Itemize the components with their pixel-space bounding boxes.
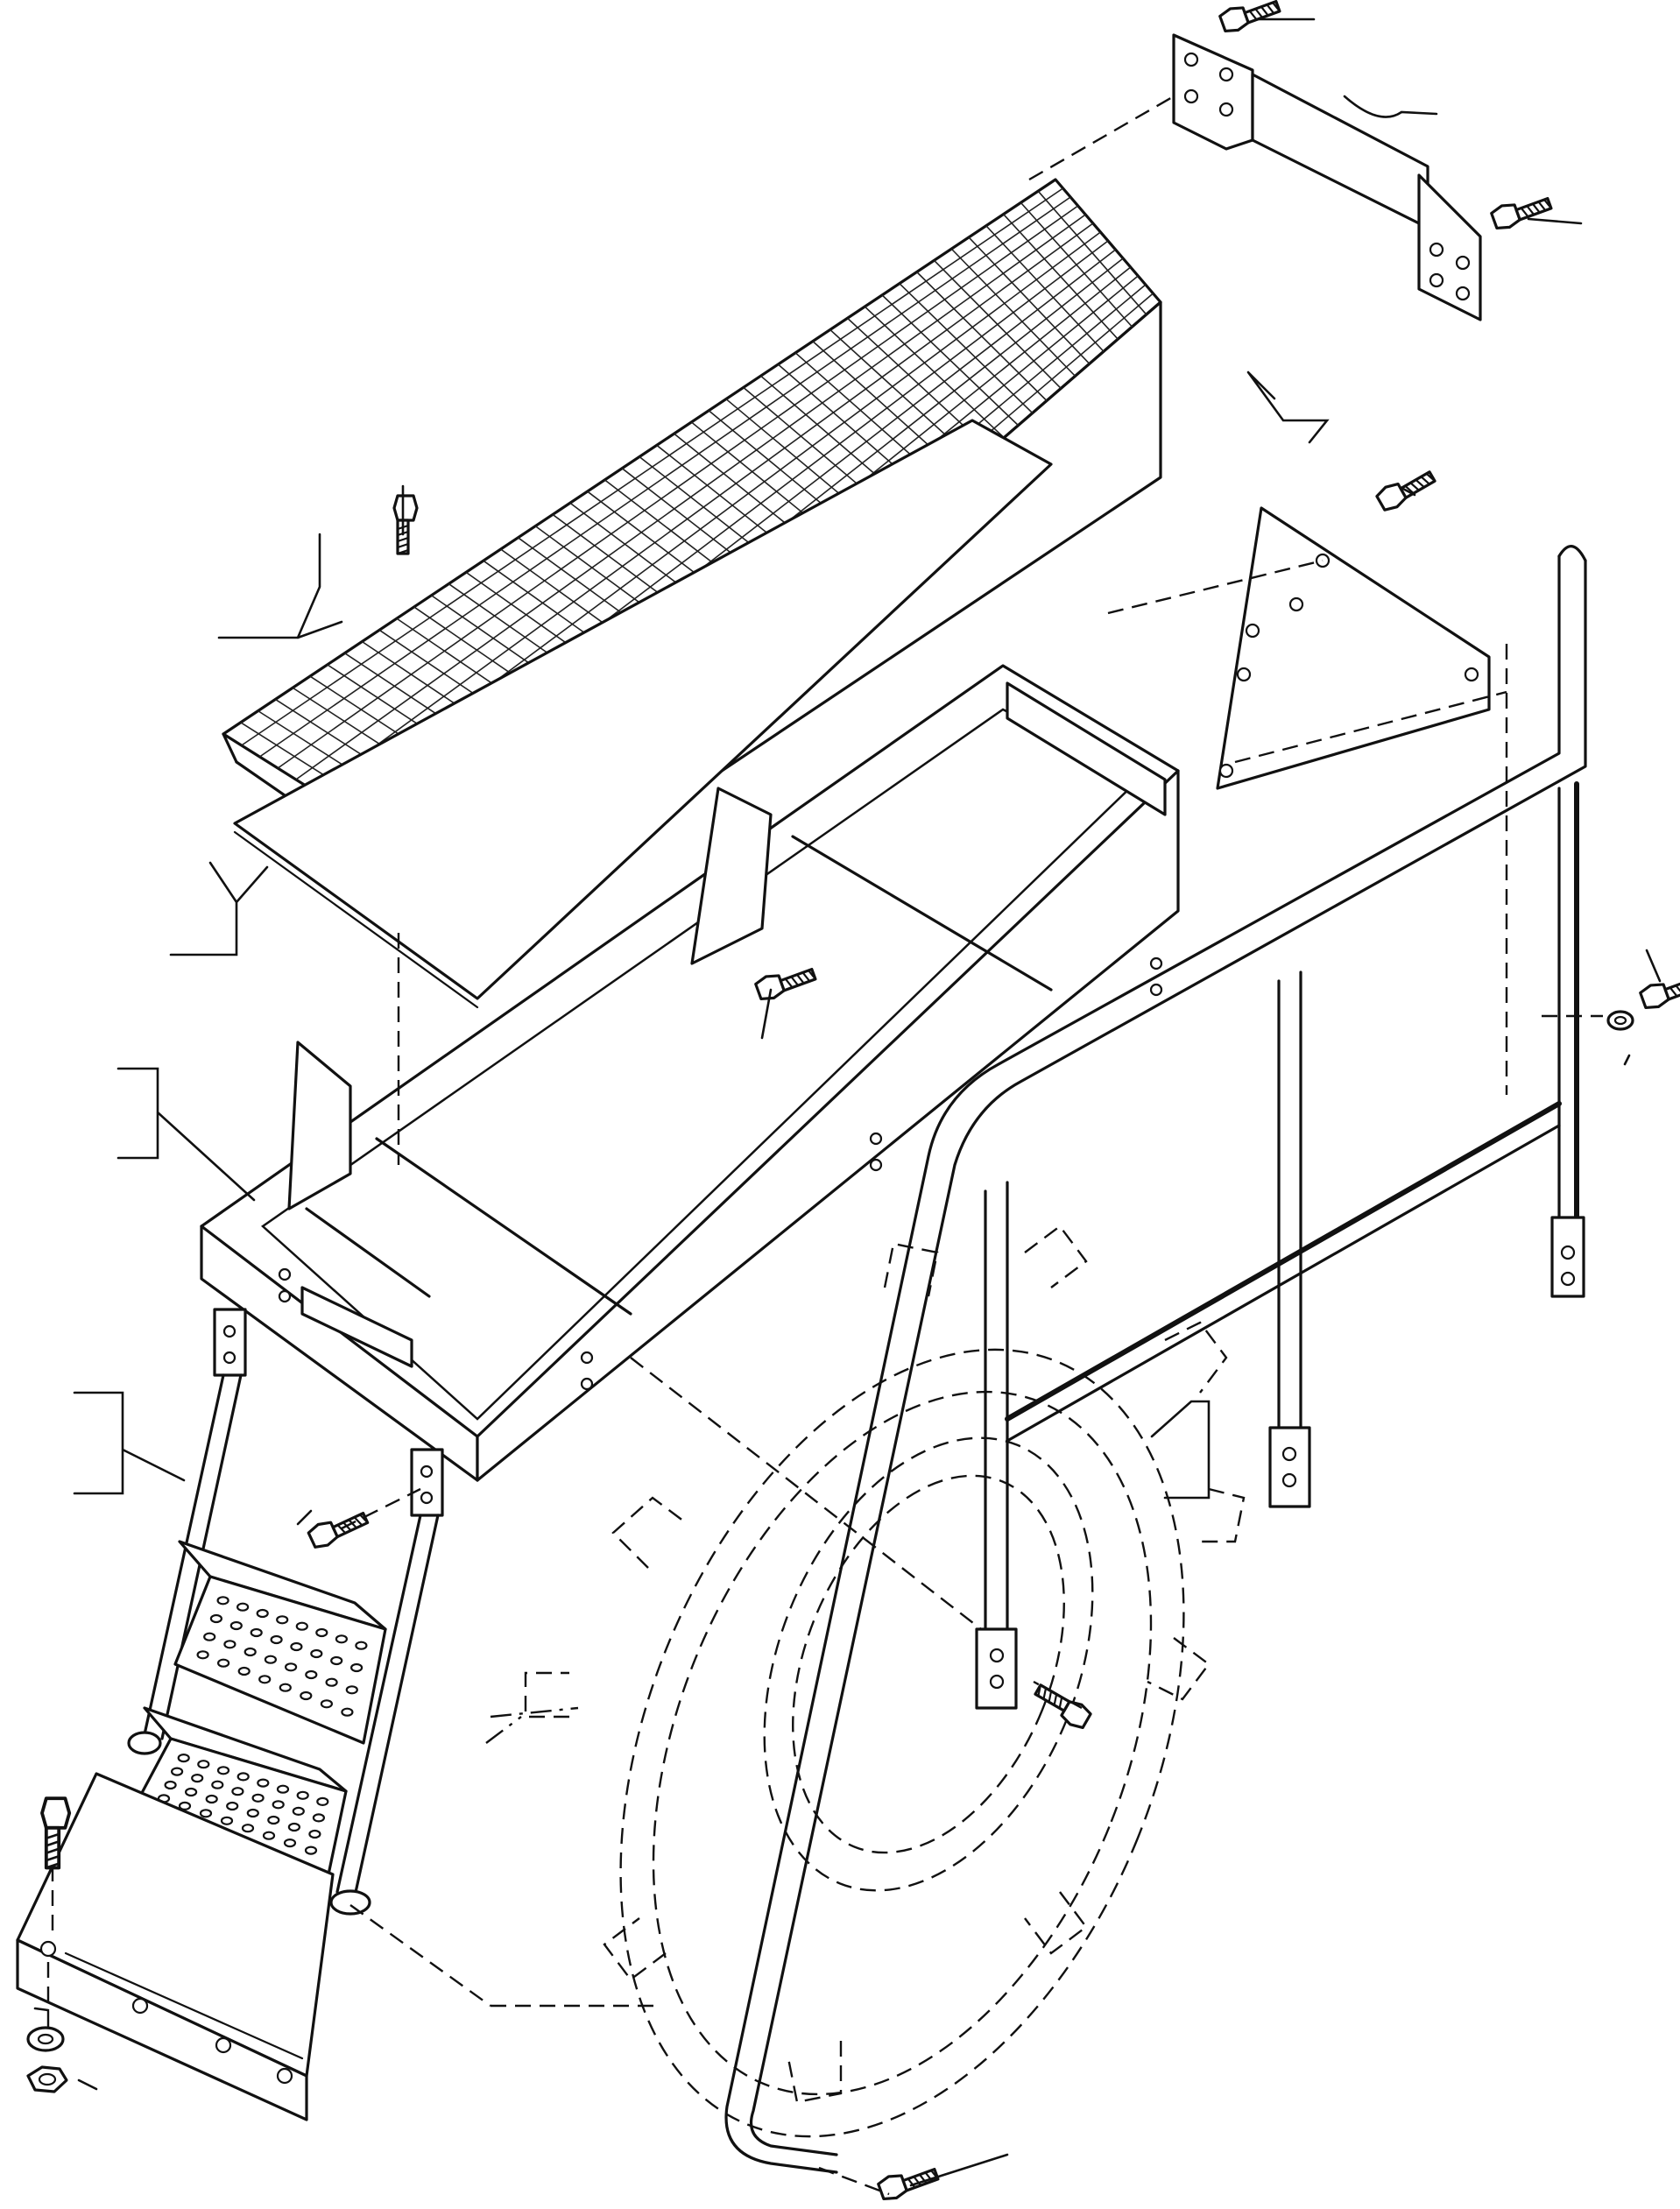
bolt-icon <box>1218 0 1281 33</box>
tread-hole <box>341 1707 354 1717</box>
tread-hole <box>355 1641 368 1650</box>
bolt-icon <box>754 967 817 1001</box>
tread-hole <box>257 1778 270 1788</box>
tread-hole <box>171 1767 184 1776</box>
tread-hole <box>276 1784 290 1794</box>
tread-hole <box>216 1596 229 1606</box>
tread-hole <box>223 1640 236 1649</box>
grating-bar <box>295 214 1086 780</box>
tread-hole <box>185 1787 198 1797</box>
grating-bar <box>241 187 1064 746</box>
grating-bar <box>277 205 1079 769</box>
tread-hole <box>203 1632 216 1641</box>
tread-hole <box>256 1608 269 1619</box>
bolt-icon <box>40 1796 72 1870</box>
tread-hole <box>197 1760 210 1769</box>
tread-hole <box>241 1824 255 1833</box>
tread-hole <box>316 1796 329 1806</box>
tread-hole <box>191 1773 204 1783</box>
tread-hole <box>310 1648 323 1659</box>
tread-hole <box>345 1685 358 1695</box>
tread-hole <box>236 1602 250 1612</box>
bolt-icon <box>1490 196 1553 230</box>
step-ladder <box>16 1308 444 2121</box>
tread-hole <box>229 1620 243 1631</box>
bolt-icon <box>307 1511 370 1549</box>
tread-hole <box>292 1806 305 1816</box>
tread-hole <box>295 1621 308 1631</box>
tread-hole <box>226 1801 239 1811</box>
tread-hole <box>205 1794 218 1804</box>
tread-hole <box>262 1831 276 1840</box>
tread-hole <box>304 1846 318 1855</box>
tread-hole <box>178 1801 192 1810</box>
tread-hole <box>246 1808 259 1818</box>
tread-hole <box>220 1816 234 1825</box>
grating-bar <box>258 196 1071 758</box>
tread-hole <box>164 1780 177 1790</box>
tread-hole <box>258 1675 272 1684</box>
tread-hole <box>276 1615 289 1625</box>
tread-hole <box>264 1655 277 1664</box>
tread-hole <box>270 1634 283 1645</box>
bolt-icon <box>392 494 419 555</box>
tread-hole <box>312 1813 325 1823</box>
tread-hole <box>237 1666 251 1676</box>
tread-hole <box>296 1790 309 1800</box>
grating-bar <box>314 222 1094 792</box>
tread-hole <box>287 1822 300 1832</box>
tread-hole <box>250 1627 263 1638</box>
tread-hole <box>196 1650 209 1660</box>
bolt-icon <box>1639 976 1680 1010</box>
tread-hole <box>199 1809 213 1818</box>
tread-hole <box>209 1613 222 1624</box>
tread-hole <box>231 1787 244 1796</box>
tread-hole <box>216 1766 230 1775</box>
tread-hole <box>305 1669 318 1680</box>
bolt-icon <box>1375 470 1436 512</box>
tread-hole <box>285 1662 298 1672</box>
bolt-icon <box>1034 1683 1092 1729</box>
tread-hole <box>290 1641 303 1652</box>
handrail <box>724 545 1587 2174</box>
tread-hole <box>279 1683 292 1692</box>
callout-leaders <box>33 18 1662 2187</box>
tread-hole <box>272 1800 285 1810</box>
tread-hole <box>267 1815 280 1825</box>
tread-hole <box>315 1627 328 1638</box>
tread-hole <box>244 1647 257 1657</box>
tread-hole <box>283 1838 297 1848</box>
tread-hole <box>330 1655 343 1666</box>
tread-hole <box>308 1829 321 1839</box>
side-gusset-plate <box>1216 506 1491 790</box>
step-frame <box>200 664 1180 1482</box>
assembly-lines <box>46 95 1603 2196</box>
tread-hole <box>300 1690 313 1701</box>
mounting-bracket-top <box>1172 33 1482 321</box>
tread-hole <box>217 1658 230 1668</box>
tread-hole <box>325 1677 338 1687</box>
tread-hole <box>236 1772 250 1782</box>
tread-hole <box>251 1793 265 1803</box>
tread-hole <box>335 1634 348 1644</box>
tread-hole <box>177 1753 190 1763</box>
bolt-icon <box>877 2167 940 2201</box>
tread-hole <box>320 1699 333 1709</box>
tread-hole <box>350 1662 364 1673</box>
cover-plate <box>233 419 1053 1009</box>
tread-hole <box>211 1780 224 1789</box>
